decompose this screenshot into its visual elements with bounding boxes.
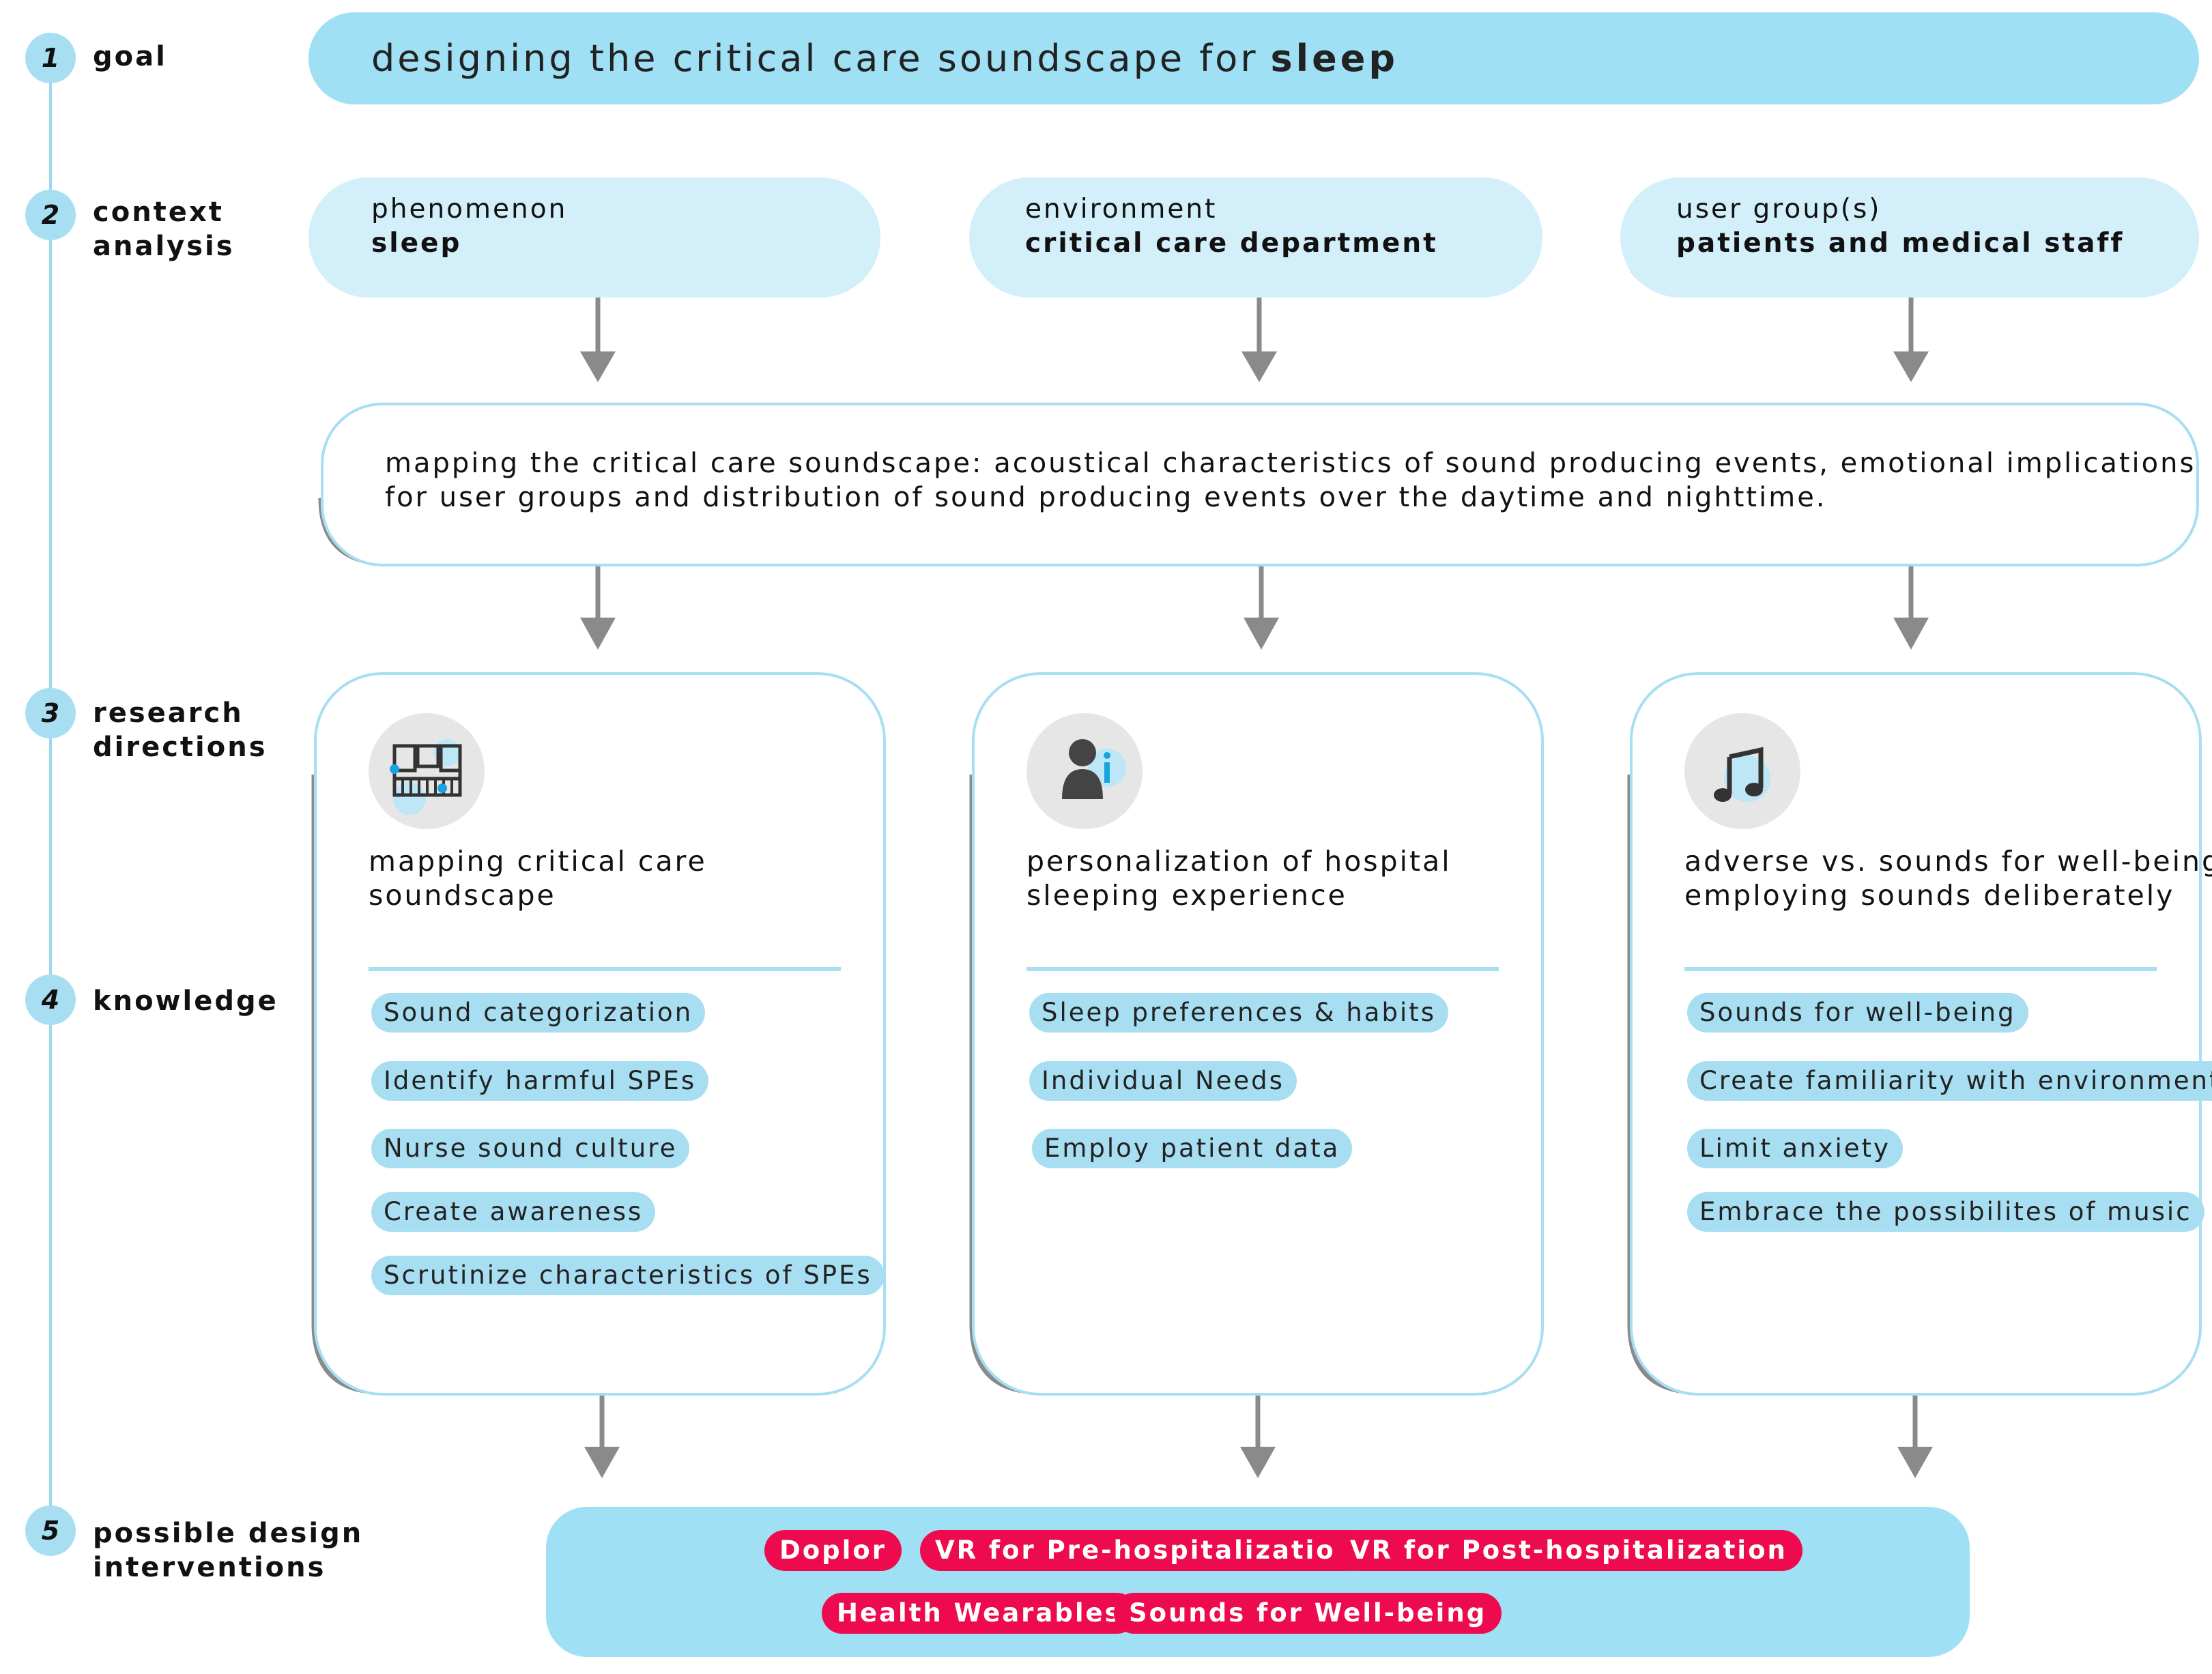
context-value: patients and medical staff xyxy=(1676,228,2125,259)
step-label-context-analysis: context analysis xyxy=(93,197,235,262)
mapping-text: mapping the critical care soundscape: ac… xyxy=(385,448,2196,513)
intervention-tag: VR for Pre-hospitalization xyxy=(920,1530,1371,1571)
knowledge-tag: Identify harmful SPEs xyxy=(371,1061,709,1101)
goal-banner: designing the critical care soundscape f… xyxy=(308,12,2199,104)
step-label-research-directions: research directions xyxy=(93,697,268,763)
person-info-icon xyxy=(1026,713,1143,829)
context-caption: phenomenon xyxy=(371,194,568,225)
interventions-panel xyxy=(546,1507,1970,1657)
step-number-5: 5 xyxy=(25,1505,76,1556)
card-divider xyxy=(369,967,841,971)
context-caption: user group(s) xyxy=(1676,194,1882,225)
knowledge-tag: Employ patient data xyxy=(1032,1129,1353,1168)
step-number-4: 4 xyxy=(25,975,76,1025)
knowledge-tag: Sounds for well-being xyxy=(1687,993,2028,1033)
knowledge-tag: Create awareness xyxy=(371,1192,656,1232)
goal-emphasis: sleep xyxy=(1270,37,1399,80)
context-value: critical care department xyxy=(1025,228,1438,259)
card-divider xyxy=(1684,967,2157,971)
step-number-3: 3 xyxy=(25,688,76,738)
soundscape-map-icon xyxy=(369,713,485,829)
step-number-1: 1 xyxy=(25,33,76,83)
direction-title: adverse vs. sounds for well-being: emplo… xyxy=(1684,845,2212,912)
step-label-knowledge: knowledge xyxy=(93,985,278,1017)
knowledge-tag: Nurse sound culture xyxy=(371,1129,690,1168)
knowledge-tag: Individual Needs xyxy=(1029,1061,1297,1101)
knowledge-tag: Scrutinize characteristics of SPEs xyxy=(371,1256,885,1295)
context-caption: environment xyxy=(1025,194,1218,225)
intervention-tag: Sounds for Well-being xyxy=(1114,1593,1502,1634)
intervention-tag: VR for Post-hospitalization xyxy=(1335,1530,1802,1571)
intervention-tag: Health Wearables xyxy=(822,1593,1137,1634)
direction-title: mapping critical care soundscape xyxy=(369,845,707,912)
direction-title: personalization of hospital sleeping exp… xyxy=(1026,845,1452,912)
knowledge-tag: Create familiarity with environment xyxy=(1687,1061,2212,1101)
knowledge-tag: Limit anxiety xyxy=(1687,1129,1903,1168)
knowledge-tag: Sleep preferences & habits xyxy=(1029,993,1449,1033)
mapping-soundscape-box: mapping the critical care soundscape: ac… xyxy=(321,403,2199,566)
context-pill-environment: environment critical care department xyxy=(969,177,1542,298)
context-pill-user-groups: user group(s) patients and medical staff xyxy=(1620,177,2199,298)
music-note-icon xyxy=(1684,713,1800,829)
direction-card-personalization: personalization of hospital sleeping exp… xyxy=(972,672,1544,1396)
knowledge-tag: Embrace the possibilites of music xyxy=(1687,1192,2204,1232)
context-pill-phenomenon: phenomenon sleep xyxy=(308,177,880,298)
intervention-tag: Doplor xyxy=(764,1530,902,1571)
goal-text: designing the critical care soundscape f… xyxy=(371,37,1259,80)
step-label-goal: goal xyxy=(93,41,167,72)
direction-card-mapping: mapping critical care soundscape Sound c… xyxy=(314,672,886,1396)
knowledge-tag: Sound categorization xyxy=(371,993,706,1033)
context-value: sleep xyxy=(371,228,462,259)
direction-card-sounds: adverse vs. sounds for well-being: emplo… xyxy=(1630,672,2212,1396)
step-label-design-interventions: possible design interventions xyxy=(93,1518,364,1583)
step-number-2: 2 xyxy=(25,190,76,240)
card-divider xyxy=(1026,967,1499,971)
timeline-line xyxy=(49,48,52,1542)
